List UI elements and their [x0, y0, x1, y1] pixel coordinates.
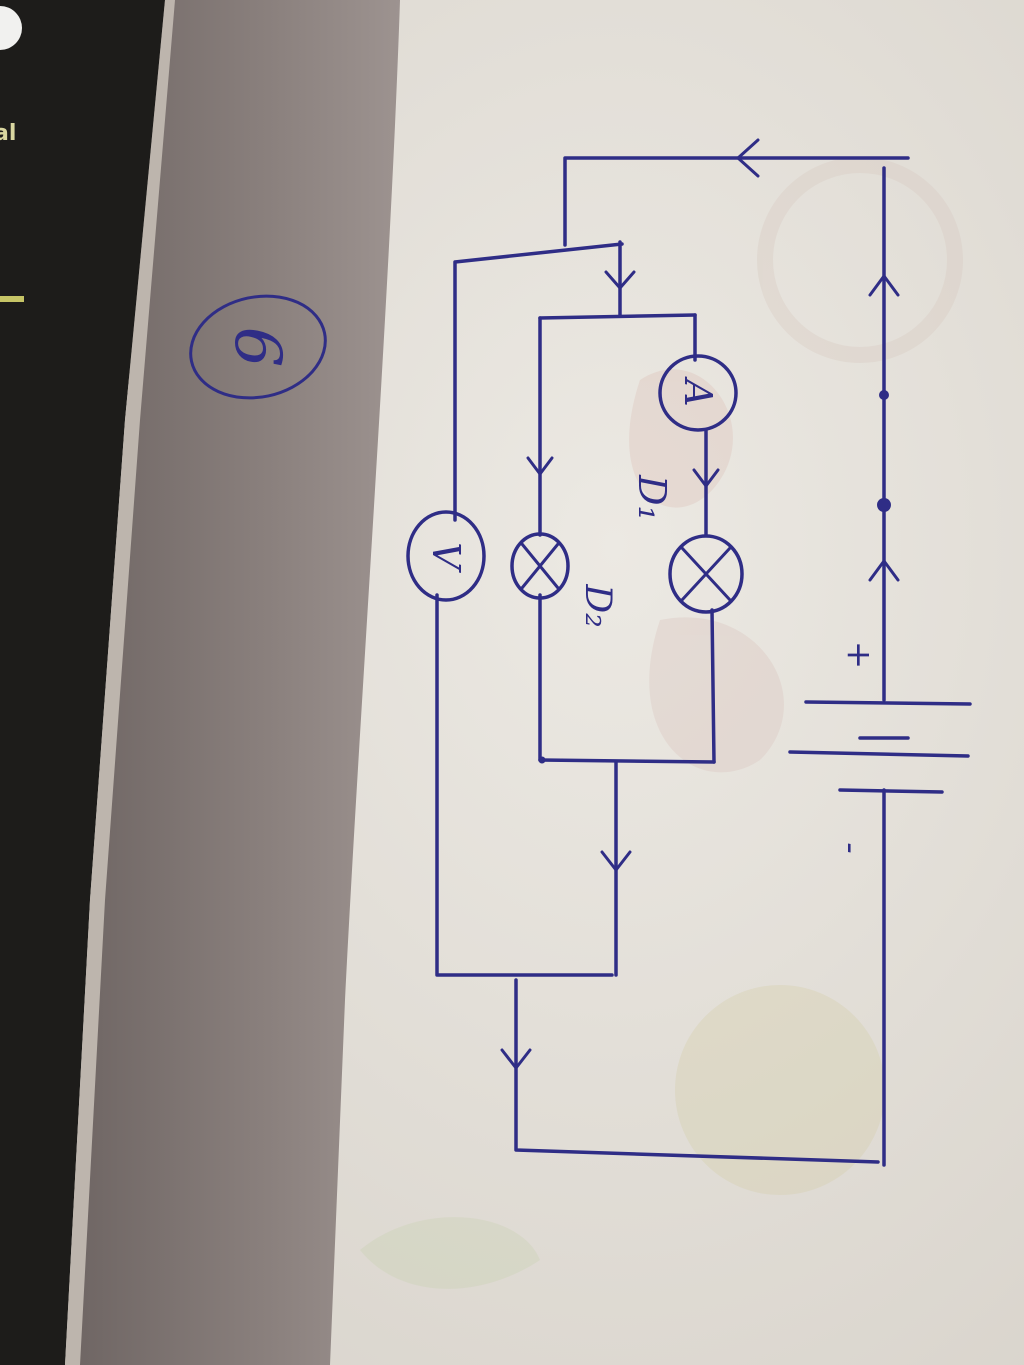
lamp-d2: D₂	[510, 532, 618, 628]
lamp-d1: D₁	[630, 474, 744, 614]
ammeter-symbol: A	[676, 376, 720, 406]
arrow-icon	[526, 456, 554, 476]
voltmeter-symbol: V	[424, 542, 468, 573]
junction-dot	[879, 390, 889, 400]
arrow-icon	[604, 270, 636, 290]
voltmeter-loop-top	[453, 242, 624, 522]
parallel-top-rail	[538, 313, 697, 320]
arrow-icon	[600, 850, 632, 872]
paper-watermark	[360, 157, 963, 1289]
shadow-region	[70, 0, 400, 1365]
current-arrows	[500, 138, 900, 1070]
dark-edge	[0, 0, 165, 1365]
voltmeter-loop-bottom	[435, 593, 614, 977]
junction-dots	[538, 390, 891, 764]
junction-dot	[538, 756, 546, 764]
voltmeter: V	[406, 510, 486, 602]
arrow-icon	[500, 1048, 532, 1070]
junction-dot	[877, 498, 891, 512]
battery-negative-label: -	[831, 842, 871, 854]
ammeter: A	[658, 354, 738, 432]
arrow-icon	[692, 468, 720, 488]
edge-text: al	[0, 121, 16, 146]
arrow-icon	[736, 138, 760, 178]
bottom-wire	[514, 978, 880, 1164]
lamp-d1-label: D₁	[630, 474, 674, 521]
arrow-icon	[868, 274, 900, 297]
problem-number: 6	[189, 294, 327, 400]
arrow-icon	[868, 559, 900, 582]
binding-strip	[65, 0, 175, 1365]
top-wire	[563, 156, 910, 247]
branch-1-lower	[710, 608, 716, 764]
wires	[435, 156, 910, 1167]
problem-number-text: 6	[220, 327, 294, 368]
lamp-d2-label: D₂	[577, 583, 618, 627]
battery: + -	[788, 641, 972, 854]
parallel-bottom-rail	[538, 758, 716, 764]
battery-positive-label: +	[839, 641, 879, 670]
